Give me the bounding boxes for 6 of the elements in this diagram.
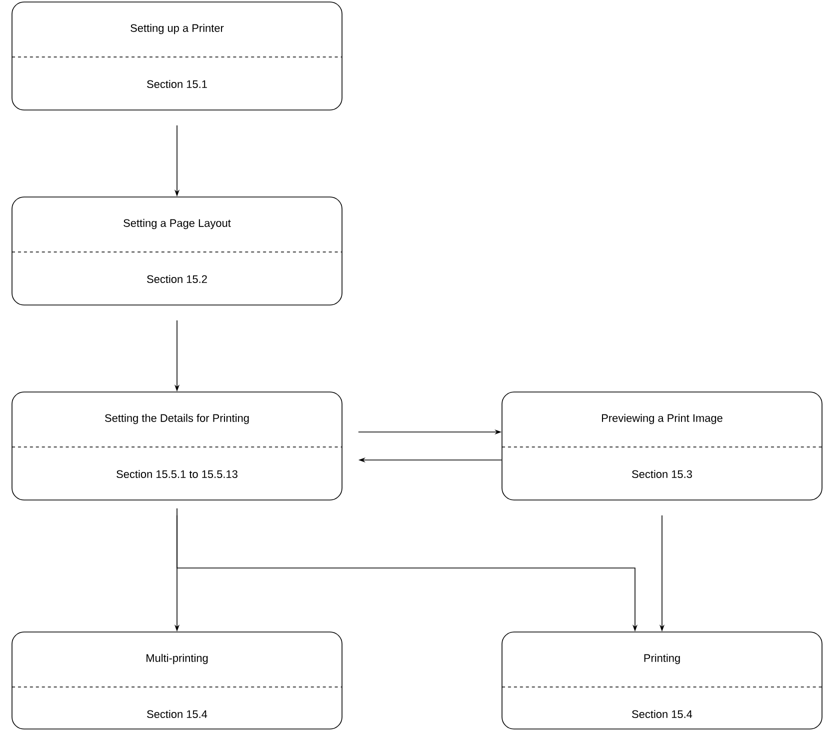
process-box: Setting the Details for Printing Section 15.5.1 to 15.5.13 (12, 392, 342, 500)
process-box: Previewing a Print Image Section 15.3 (502, 392, 822, 500)
process-box: Multi-printing Section 15.4 (12, 632, 342, 730)
process-box: Setting up a Printer Section 15.1 (12, 2, 342, 110)
process-box: Setting a Page Layout Section 15.2 (12, 196, 342, 306)
process-box: Printing Section 15.4 (502, 632, 822, 730)
